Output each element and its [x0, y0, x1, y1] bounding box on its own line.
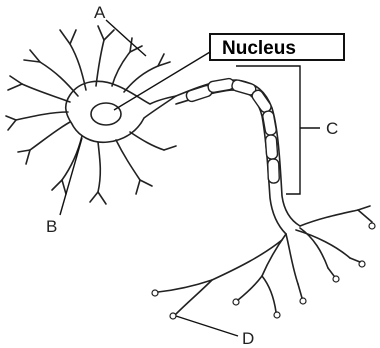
- nucleus: [91, 103, 121, 125]
- label-a: A: [94, 3, 106, 22]
- label-c: C: [326, 119, 338, 138]
- axon-terminals: [152, 206, 375, 319]
- axon: [176, 80, 300, 234]
- label-d: D: [242, 329, 254, 348]
- myelin-sheath: [185, 78, 279, 183]
- label-b: B: [46, 217, 57, 236]
- nucleus-label: Nucleus: [222, 38, 296, 59]
